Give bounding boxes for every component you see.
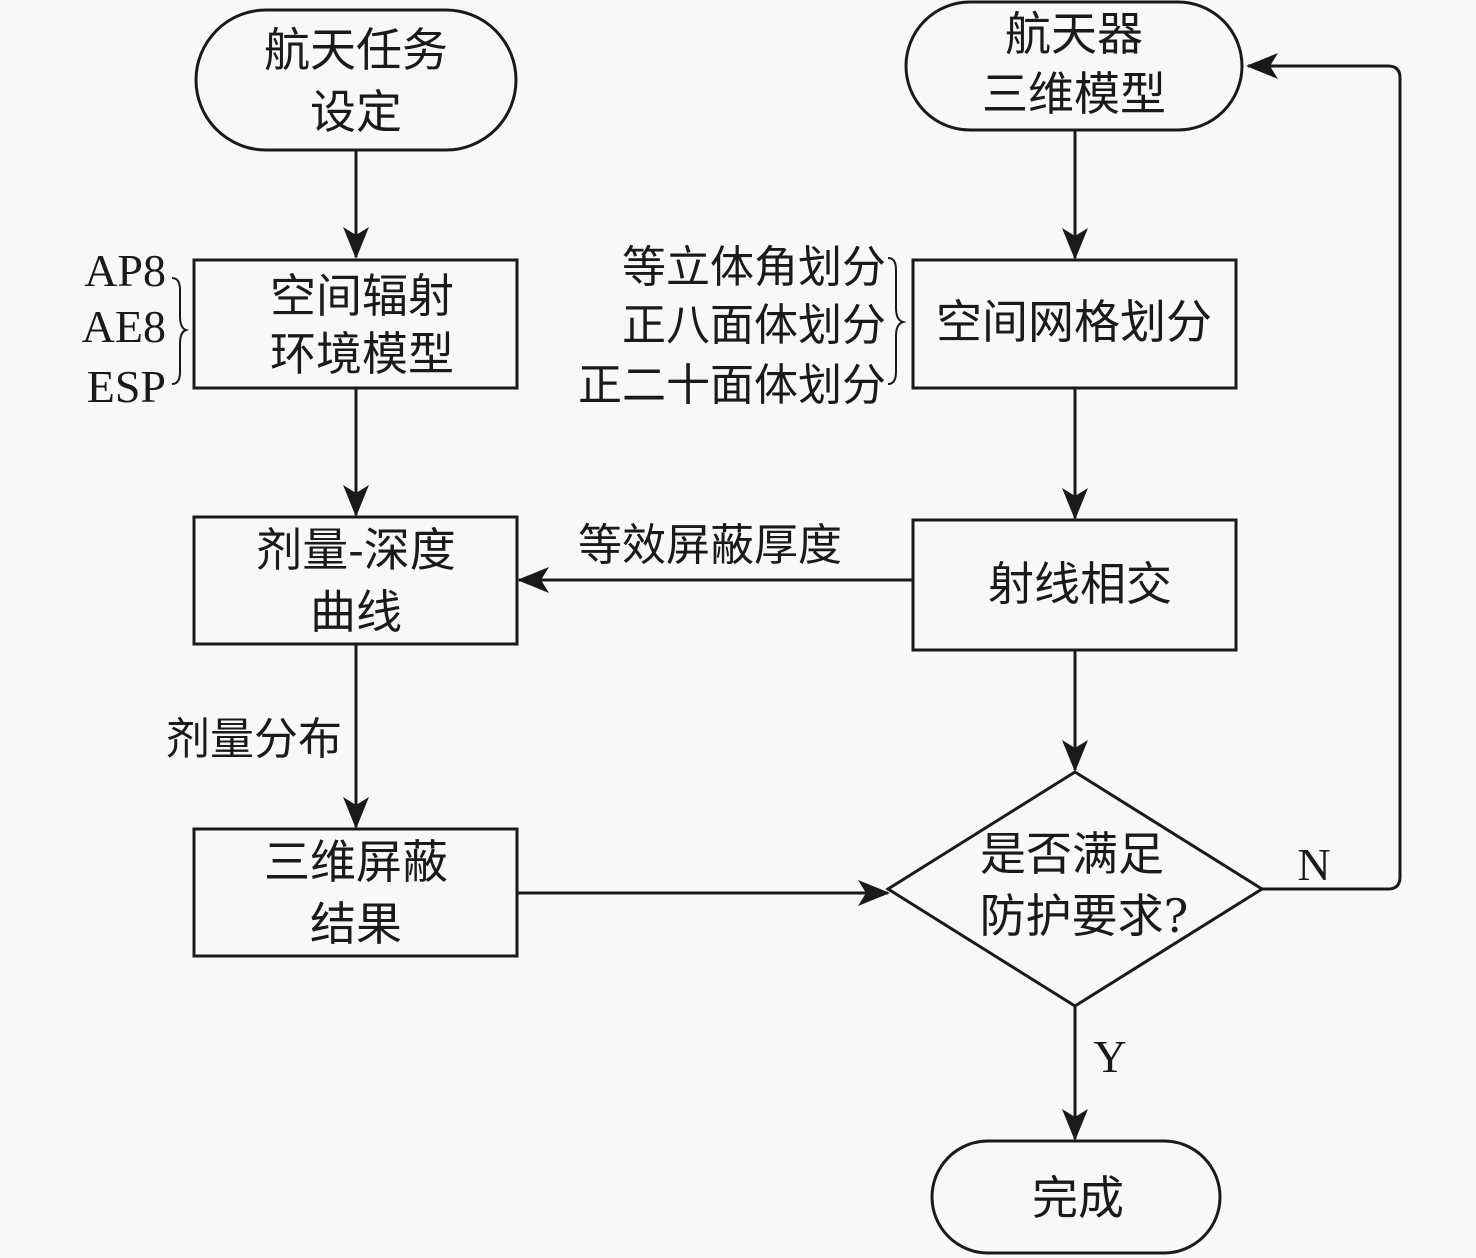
annotation-dose-distribution: 剂量分布 [166, 714, 342, 765]
node-done: 完成 [930, 1139, 1222, 1255]
annotation-esp: ESP [87, 361, 166, 412]
node-mission-line-2: 设定 [310, 85, 402, 139]
node-env-model-line-2: 环境模型 [270, 327, 454, 381]
node-env-model: 空间辐射 环境模型 [192, 258, 519, 390]
node-shield-result: 三维屏蔽 结果 [192, 827, 519, 958]
node-dose-depth: 剂量-深度 曲线 [192, 515, 519, 646]
node-decision-line-2: 防护要求? [980, 889, 1189, 943]
node-env-model-line-1: 空间辐射 [270, 269, 454, 323]
node-decision: 是否满足 防护要求? [885, 770, 1265, 1008]
annotation-equiv-thickness: 等效屏蔽厚度 [578, 520, 842, 571]
node-spacecraft-model-line-1: 航天器 [1005, 7, 1143, 61]
annotation-ae8: AE8 [82, 301, 166, 352]
annotation-grid-methods: 等立体角划分 正八面体划分 正二十面体划分 [578, 242, 907, 411]
edge-decision-no-loop [1246, 53, 1402, 891]
node-shield-result-line-2: 结果 [310, 897, 402, 951]
node-decision-line-1: 是否满足 [980, 827, 1164, 881]
node-grid: 空间网格划分 [911, 258, 1238, 390]
node-ray-label: 射线相交 [988, 557, 1172, 611]
annotation-no: N [1297, 839, 1330, 890]
node-dose-depth-line-2: 曲线 [310, 585, 402, 639]
annotation-env-models: AP8 AE8 ESP [82, 245, 190, 412]
node-done-label: 完成 [1032, 1171, 1124, 1225]
node-mission: 航天任务 设定 [194, 8, 518, 152]
brace-icon [171, 277, 190, 385]
annotation-ap8: AP8 [84, 245, 166, 296]
annotation-yes: Y [1093, 1031, 1126, 1082]
node-spacecraft-model-line-2: 三维模型 [982, 67, 1166, 121]
node-mission-line-1: 航天任务 [264, 23, 448, 77]
annotation-grid-method-2: 正八面体划分 [622, 300, 886, 351]
node-grid-label: 空间网格划分 [936, 295, 1212, 349]
node-dose-depth-line-1: 剂量-深度 [256, 523, 456, 577]
annotation-grid-method-3: 正二十面体划分 [578, 360, 886, 411]
brace-icon [887, 257, 907, 385]
node-spacecraft-model: 航天器 三维模型 [904, 0, 1244, 132]
node-shield-result-line-1: 三维屏蔽 [264, 835, 448, 889]
annotation-grid-method-1: 等立体角划分 [622, 242, 886, 293]
node-ray: 射线相交 [911, 518, 1238, 652]
